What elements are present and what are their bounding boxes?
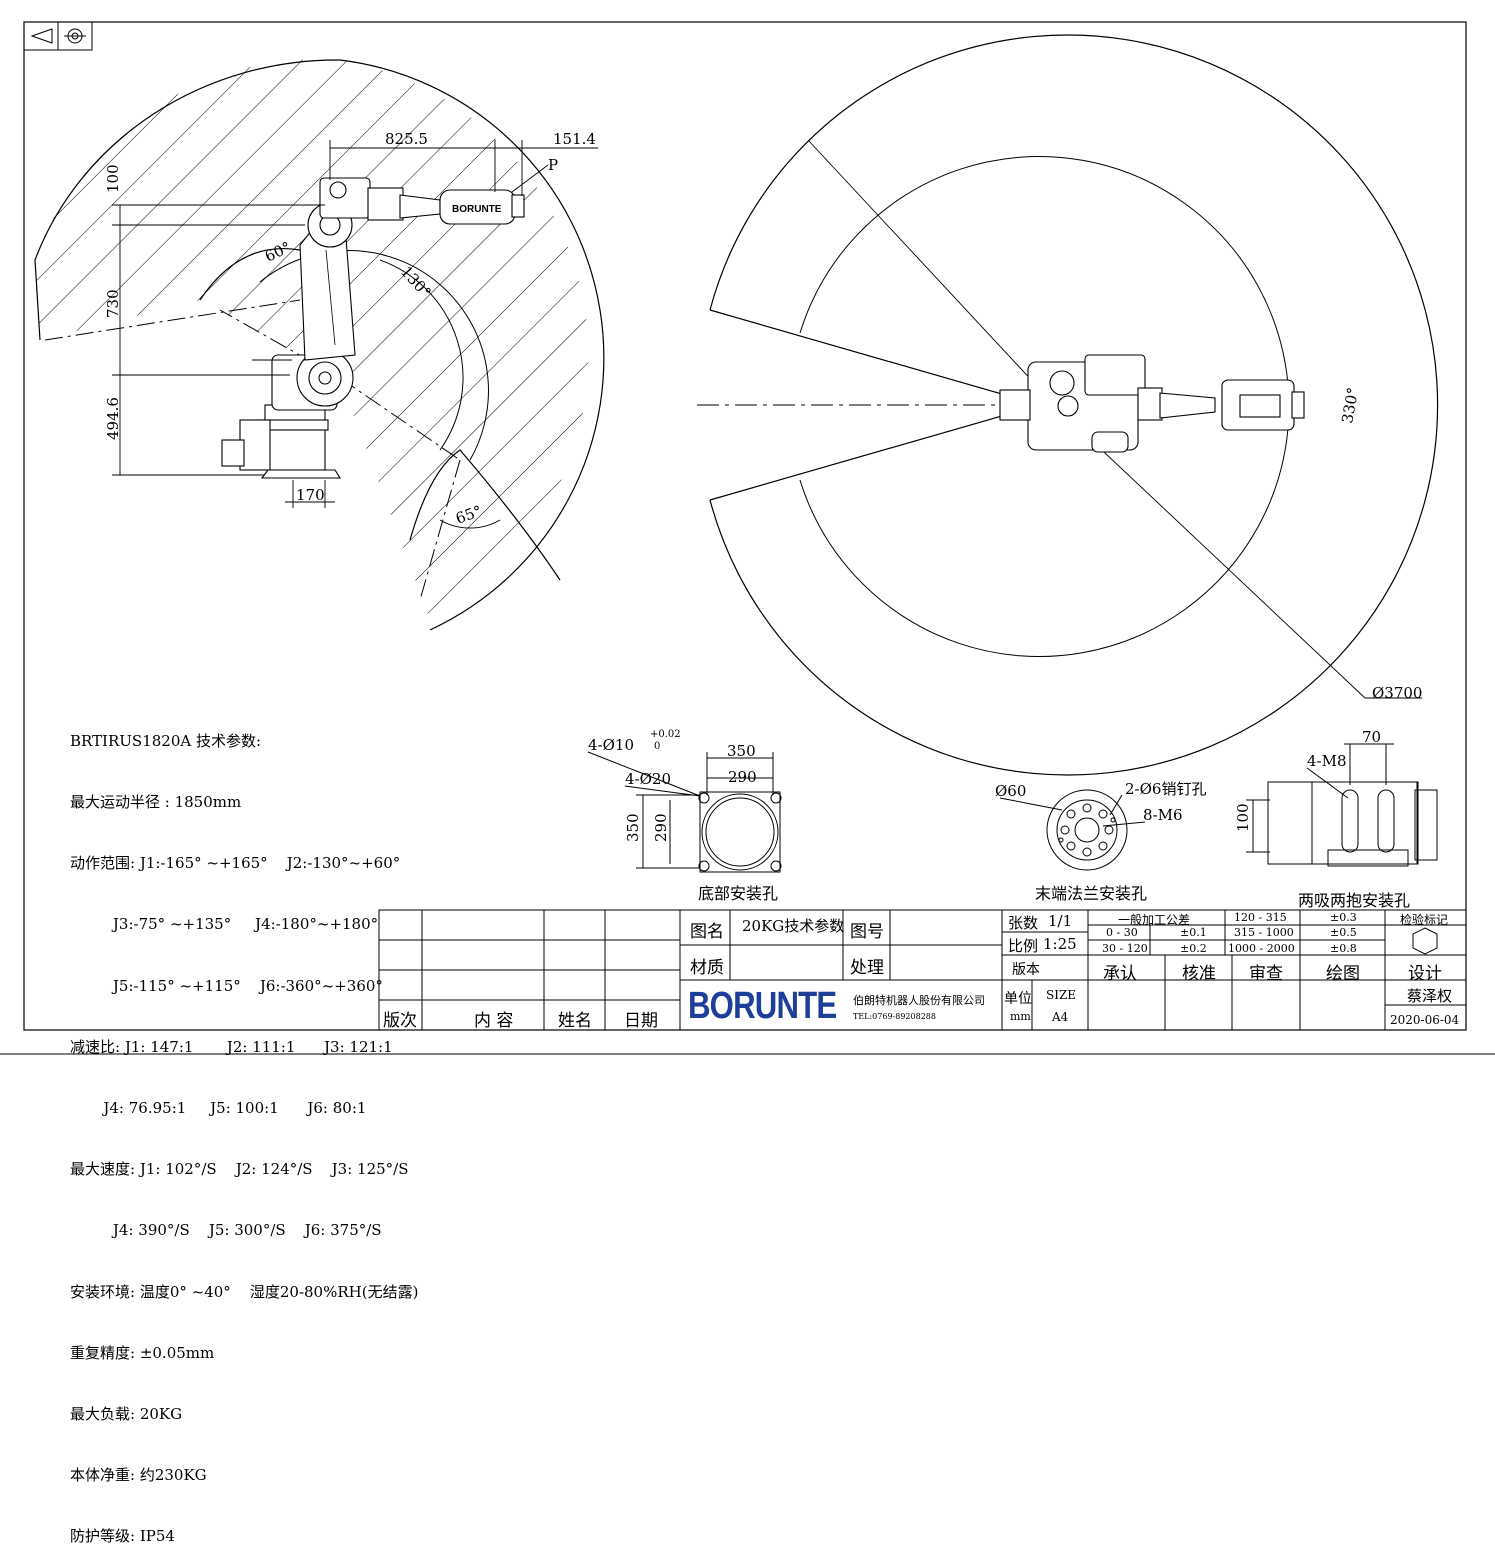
side-view-dimensions	[112, 140, 598, 508]
suction-mount-drawing	[1246, 743, 1438, 867]
suction-mount-caption: 两吸两抱安装孔	[1298, 891, 1411, 910]
base-mount-drawing	[587, 751, 782, 873]
inspection-label: 检验标记	[1400, 913, 1449, 927]
spec-line: 防护等级: IP54	[70, 1527, 175, 1546]
tol-value: ±0.5	[1330, 926, 1357, 939]
flange-threads: 8-M6	[1143, 806, 1183, 824]
base-h290: 290	[652, 813, 670, 842]
spec-line: 最大速度: J1: 102°/S J2: 124°/S J3: 125°/S	[70, 1160, 409, 1179]
inspection-hexagon-icon	[1412, 927, 1438, 955]
spec-line: 安装环境: 温度0° ~40° 湿度20-80%RH(无结露)	[70, 1282, 419, 1301]
spec-line: J3:-75° ~+135° J4:-180°~+180°	[70, 915, 379, 934]
drawing-name: 20KG技术参数	[742, 917, 845, 935]
rev-header-content: 内 容	[474, 1011, 514, 1031]
tol-range: 0 - 30	[1106, 926, 1138, 939]
drawing-canvas: BORUNTE 825.5 151.4 P 100 730 494.6 170 …	[0, 21, 1495, 1055]
unit-label: 单位	[1004, 991, 1032, 1007]
tol-value: ±0.3	[1330, 911, 1357, 924]
flange-mount-drawing	[999, 789, 1146, 871]
base-w290: 290	[728, 768, 757, 786]
drawing-name-label: 图名	[690, 922, 724, 942]
sheets-label: 张数	[1008, 914, 1039, 932]
version-label: 版本	[1012, 962, 1040, 978]
company-tel: TEL:0769-89208288	[853, 1012, 936, 1021]
base-h350: 350	[624, 813, 642, 842]
dim-170: 170	[296, 486, 325, 504]
spec-title: BRTIRUS1820A 技术参数:	[70, 731, 262, 750]
spec-line: J5:-115° ~+115° J6:-360°~+360°	[70, 976, 383, 995]
plan-view-workspace	[697, 34, 1439, 776]
spec-line: 最大运动半径 : 1850mm	[70, 793, 242, 812]
tolerance-title: 一般加工公差	[1118, 913, 1191, 927]
flange-mount-caption: 末端法兰安装孔	[1035, 884, 1148, 903]
tol-value: ±0.2	[1180, 942, 1207, 955]
point-p-label: P	[548, 156, 558, 174]
scale-value: 1:25	[1043, 935, 1077, 953]
tol-range: 30 - 120	[1102, 942, 1148, 955]
drawing-sheet: BORUNTE 825.5 151.4 P 100 730 494.6 170 …	[0, 21, 1495, 1545]
spec-line: J4: 76.95:1 J5: 100:1 J6: 80:1	[70, 1099, 367, 1118]
tol-range: 1000 - 2000	[1228, 942, 1295, 955]
spec-line: 最大负载: 20KG	[70, 1405, 183, 1424]
dim-100: 100	[104, 164, 122, 193]
treatment-label: 处理	[850, 958, 884, 978]
role-draw: 绘图	[1326, 964, 1360, 984]
base-w350: 350	[727, 742, 756, 760]
dim-3700: Ø3700	[1372, 684, 1422, 702]
base-mount-caption: 底部安装孔	[698, 884, 779, 903]
rev-header-name: 姓名	[558, 1011, 592, 1031]
role-design: 设计	[1408, 964, 1442, 984]
spec-block: BRTIRUS1820A 技术参数: 最大运动半径 : 1850mm 动作范围:…	[70, 690, 418, 1567]
robot-plan-view	[999, 354, 1305, 453]
flange-diameter: Ø60	[995, 782, 1026, 800]
suction-w70: 70	[1362, 728, 1381, 746]
tol-range: 120 - 315	[1234, 911, 1287, 924]
robot-side-view	[221, 177, 525, 479]
tol-value: ±0.1	[1180, 926, 1207, 939]
company-name: 伯朗特机器人股份有限公司	[853, 994, 985, 1007]
dim-151: 151.4	[553, 130, 596, 148]
dim-494: 494.6	[104, 397, 122, 440]
drawing-date: 2020-06-04	[1390, 1013, 1460, 1027]
base-hole1-tol-upper: +0.02	[650, 729, 681, 740]
tol-value: ±0.8	[1330, 942, 1357, 955]
dim-730: 730	[104, 289, 122, 318]
material-label: 材质	[690, 958, 724, 978]
role-approve: 承认	[1103, 964, 1137, 984]
size-label: SIZE	[1046, 988, 1077, 1002]
rev-header-date: 日期	[624, 1011, 658, 1031]
size-value: A4	[1052, 1010, 1069, 1024]
spec-line: J4: 390°/S J5: 300°/S J6: 375°/S	[70, 1221, 382, 1240]
spec-line: 本体净重: 约230KG	[70, 1466, 207, 1485]
spec-line: 动作范围: J1:-165° ~+165° J2:-130°~+60°	[70, 854, 401, 873]
base-hole1: 4-Ø10	[588, 736, 634, 754]
projection-symbol-icon	[23, 21, 93, 51]
drawing-no-label: 图号	[850, 922, 884, 942]
sheets-value: 1/1	[1048, 912, 1073, 930]
suction-threads: 4-M8	[1307, 752, 1347, 770]
role-verify: 核准	[1182, 964, 1216, 984]
title-block-grid	[378, 909, 1467, 1031]
spec-line: 减速比: J1: 147:1 J2: 111:1 J3: 121:1	[70, 1037, 393, 1056]
spec-line: 重复精度: ±0.05mm	[70, 1343, 215, 1362]
suction-h100: 100	[1234, 803, 1252, 832]
robot-arm-logo: BORUNTE	[452, 204, 502, 215]
scale-label: 比例	[1008, 937, 1039, 955]
base-hole2: 4-Ø20	[625, 770, 671, 788]
angle-330: 330°	[1338, 386, 1362, 425]
designer-name: 蔡泽权	[1407, 987, 1453, 1005]
rev-header-version: 版次	[383, 1011, 417, 1031]
role-review: 审查	[1249, 964, 1283, 984]
company-logo: BORUNTE	[688, 985, 837, 1027]
base-hole1-tol-lower: 0	[654, 741, 660, 752]
tol-range: 315 - 1000	[1234, 926, 1294, 939]
dim-825: 825.5	[385, 130, 428, 148]
flange-pin-holes: 2-Ø6销钉孔	[1125, 780, 1206, 798]
unit-value: mm	[1010, 1010, 1031, 1023]
